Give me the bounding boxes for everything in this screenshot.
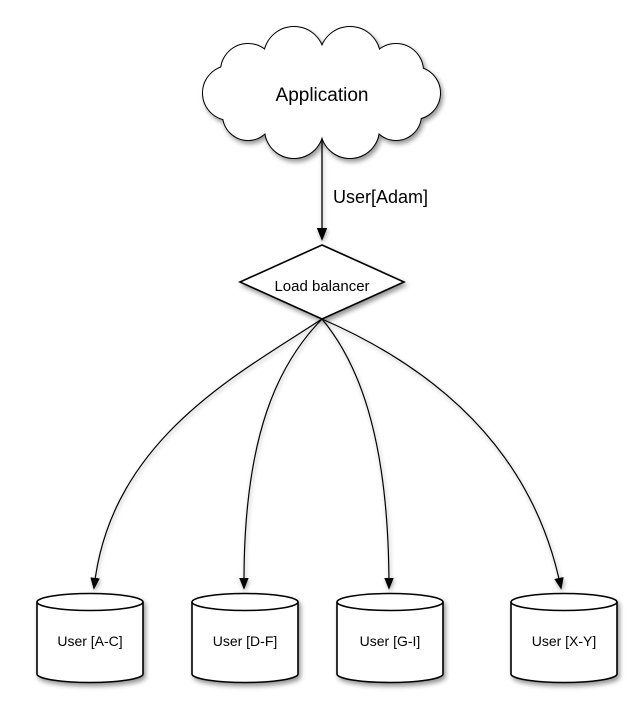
shard-3-label: User [G-I] <box>360 633 421 649</box>
cylinder-body <box>191 602 299 684</box>
edge-balancer-to-shard-3 <box>321 318 394 590</box>
edge-balancer-to-shard-1 <box>90 318 323 590</box>
shard-node-2: User [D-F] <box>191 592 299 684</box>
cloud-fill <box>265 100 323 158</box>
cylinder-top <box>510 592 618 612</box>
application-cloud-node: Application <box>202 26 441 159</box>
application-label: Application <box>276 85 369 106</box>
shard-node-3: User [G-I] <box>336 592 444 684</box>
cylinder-body <box>36 602 144 684</box>
edge-label-user-adam: User[Adam] <box>333 187 428 207</box>
cylinder-top <box>36 592 144 612</box>
shard-node-1: User [A-C] <box>36 592 144 684</box>
cylinder-top <box>336 592 444 612</box>
shard-4-label: User [X-Y] <box>532 633 597 649</box>
load-balancer-label: Load balancer <box>274 278 369 295</box>
shard-1-label: User [A-C] <box>57 633 122 649</box>
diamond-shape <box>238 244 406 320</box>
cloud-fill <box>321 100 379 158</box>
cylinder-body <box>510 602 618 684</box>
cloud-fill <box>223 90 273 140</box>
cylinder-top <box>191 592 299 612</box>
cloud-fill <box>264 27 324 87</box>
edge-balancer-to-shard-4 <box>321 318 564 590</box>
edges-group <box>90 138 564 590</box>
shard-2-label: User [D-F] <box>213 633 278 649</box>
cloud-shape <box>202 26 441 159</box>
shard-node-4: User [X-Y] <box>510 592 618 684</box>
cloud-fill <box>371 90 421 140</box>
cylinder-body <box>336 602 444 684</box>
cloud-fill <box>320 27 380 87</box>
load-balancer-node: Load balancer <box>238 244 406 320</box>
edge-balancer-to-shard-2 <box>239 318 323 590</box>
cloud-fill <box>221 44 275 98</box>
